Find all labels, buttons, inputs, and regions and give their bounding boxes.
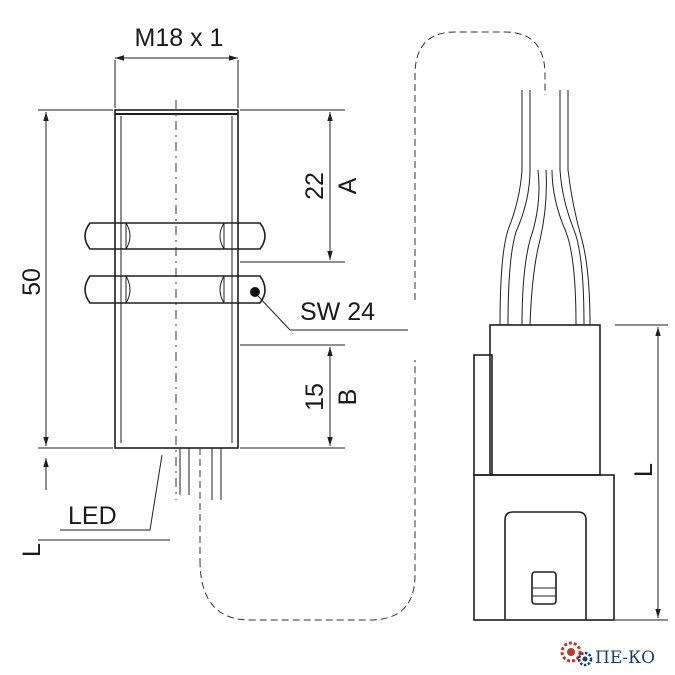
- l-left-label: L: [18, 543, 46, 557]
- led-indicator-dot: [250, 287, 260, 297]
- dim-b-letter: B: [334, 389, 362, 406]
- sensor-body: [114, 100, 239, 560]
- l-right-label: L: [630, 463, 658, 477]
- total-length-label: 50: [18, 268, 46, 296]
- dim-b-value: 15: [301, 383, 329, 411]
- lower-nut: [84, 275, 266, 304]
- cable-envelope-outline: [199, 31, 546, 621]
- gear-icon: [560, 641, 593, 667]
- total-length-dimension: 50: [18, 109, 113, 449]
- upper-nut: [84, 222, 266, 250]
- thread-dimension: M18 x 1: [114, 24, 239, 108]
- dim-a-letter: A: [334, 177, 362, 194]
- company-logo: ПЕ-КО: [560, 641, 655, 668]
- dim-a-value: 22: [301, 172, 329, 200]
- dimension-a: 22 A: [240, 109, 362, 263]
- thread-label: M18 x 1: [135, 24, 224, 52]
- logo-text: ПЕ-КО: [595, 648, 655, 668]
- wrench-label: SW 24: [300, 298, 375, 326]
- cable-connector: [473, 90, 615, 621]
- l-dimension-right: L: [615, 324, 668, 621]
- led-callout: LED: [60, 454, 163, 531]
- led-label: LED: [68, 502, 117, 530]
- dimension-b: 15 B: [240, 344, 362, 449]
- wrench-size-callout: SW 24: [257, 295, 408, 331]
- l-dimension-left: L: [18, 458, 170, 557]
